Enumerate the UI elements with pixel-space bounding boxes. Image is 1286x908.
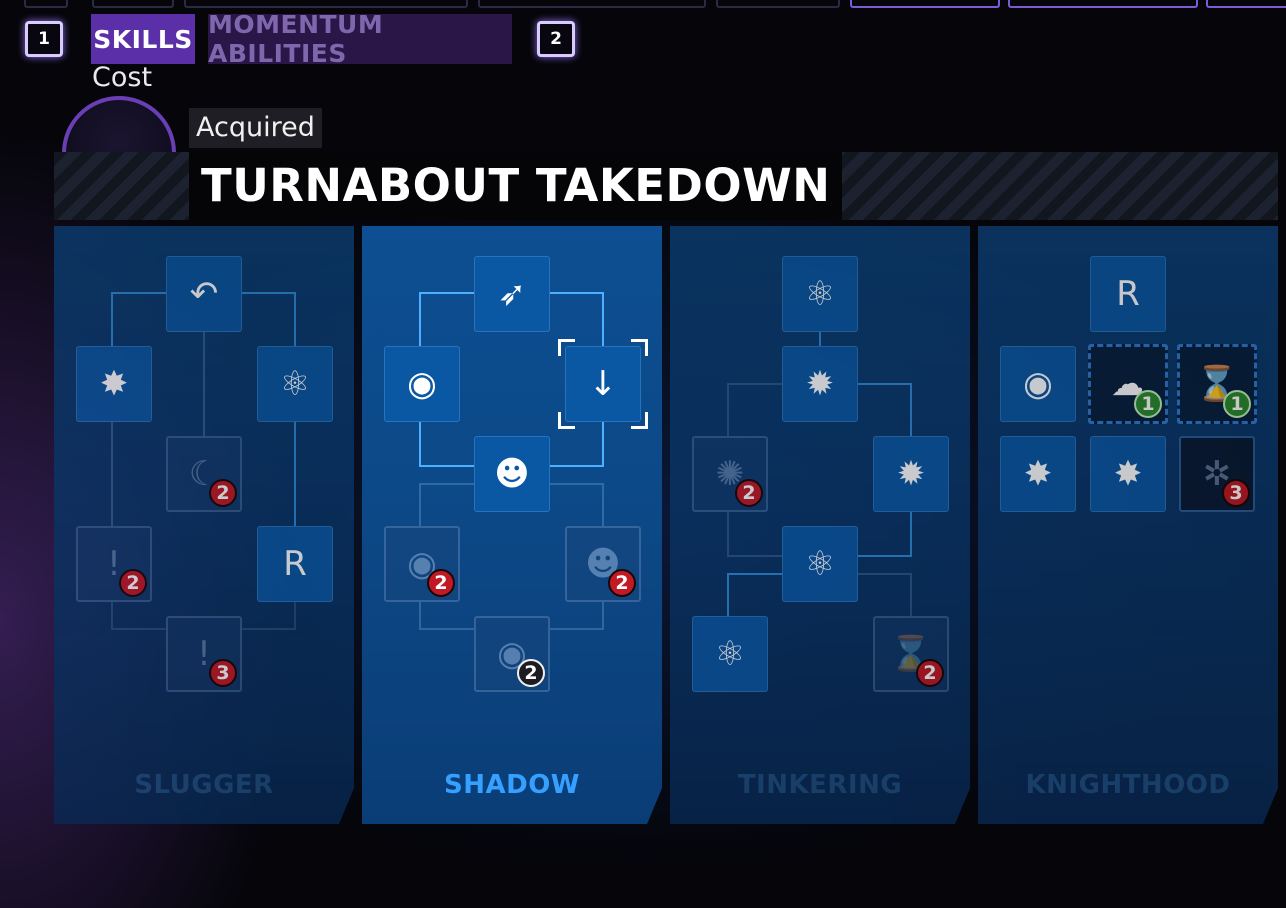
- skill-title: TURNABOUT TAKEDOWN: [189, 152, 843, 220]
- skill-node[interactable]: ➶: [474, 256, 550, 332]
- cost-badge: 3: [209, 659, 237, 687]
- top-segment: [1206, 0, 1286, 8]
- skill-node[interactable]: ⌛1: [1177, 344, 1257, 424]
- return-arrow-icon: ↶: [189, 274, 219, 314]
- top-segment: [716, 0, 840, 8]
- skill-node[interactable]: ✸: [76, 346, 152, 422]
- skill-node[interactable]: ☾2: [166, 436, 242, 512]
- skill-node[interactable]: ✸: [1000, 436, 1076, 512]
- tree-name: TINKERING: [737, 770, 903, 800]
- skill-node-selected[interactable]: ↓: [565, 346, 641, 422]
- cost-badge: 2: [427, 569, 455, 597]
- skill-node[interactable]: ◉: [1000, 346, 1076, 422]
- feather-icon: ➶: [497, 274, 527, 314]
- tree-connectors: [111, 292, 296, 630]
- r-emblem-icon: R: [1116, 274, 1140, 314]
- tree-name: SLUGGER: [134, 770, 274, 800]
- selection-cursor: [558, 339, 648, 429]
- top-segment: [92, 0, 174, 8]
- eye-down-gauge-icon: ◉: [1023, 364, 1053, 404]
- skill-node[interactable]: ✹: [873, 436, 949, 512]
- skill-node[interactable]: ◉: [384, 346, 460, 422]
- r-logo-spikes-icon: R: [283, 544, 307, 584]
- top-segment: [478, 0, 706, 8]
- skill-node[interactable]: ◉2: [384, 526, 460, 602]
- skill-node[interactable]: ✸: [1090, 436, 1166, 512]
- skill-node[interactable]: ✺2: [692, 436, 768, 512]
- mask-down-icon: ☻: [494, 454, 530, 494]
- cost-badge: 2: [916, 659, 944, 687]
- skill-node[interactable]: ⚛: [257, 346, 333, 422]
- skill-node[interactable]: ✹: [782, 346, 858, 422]
- top-segment: [850, 0, 1000, 8]
- cost-badge: 2: [608, 569, 636, 597]
- acquired-status: Acquired: [189, 108, 322, 148]
- top-segment: [24, 0, 68, 8]
- next-tab-key-hint[interactable]: 2: [537, 21, 575, 57]
- skill-node[interactable]: !2: [76, 526, 152, 602]
- prev-tab-key-hint[interactable]: 1: [25, 21, 63, 57]
- skill-node[interactable]: ⚛: [782, 256, 858, 332]
- alert-burst-icon: !: [107, 544, 121, 584]
- skill-node[interactable]: ☻2: [565, 526, 641, 602]
- cost-label: Cost: [92, 62, 153, 93]
- burst-shield-icon: ✸: [1113, 454, 1143, 494]
- cost-badge: 1: [1134, 390, 1162, 418]
- top-strip: [0, 0, 1286, 10]
- eye-burst-icon: ◉: [407, 364, 437, 404]
- spark-burst-up-icon: ✹: [896, 454, 926, 494]
- tree-name: KNIGHTHOOD: [1025, 770, 1231, 800]
- cost-badge: 2: [735, 479, 763, 507]
- skill-node[interactable]: ⚛: [692, 616, 768, 692]
- skill-node[interactable]: ☻: [474, 436, 550, 512]
- top-segment: [1008, 0, 1198, 8]
- skill-node[interactable]: R: [1090, 256, 1166, 332]
- tab-momentum-abilities[interactable]: MOMENTUM ABILITIES: [208, 10, 512, 68]
- skill-node[interactable]: ↶: [166, 256, 242, 332]
- tab-skills[interactable]: SKILLS: [91, 14, 195, 64]
- r-logo-atom-icon: ⚛: [279, 364, 311, 404]
- tree-connectors: [727, 332, 912, 616]
- cost-badge: 2: [209, 479, 237, 507]
- skill-node[interactable]: !3: [166, 616, 242, 692]
- skill-node[interactable]: ◉2: [474, 616, 550, 692]
- skill-node[interactable]: R: [257, 526, 333, 602]
- down-strike-icon: ↓: [588, 364, 618, 404]
- alert-burst-up-icon: !: [197, 634, 211, 674]
- tree-shadow[interactable]: ➶ ◉ ↓ ☻ ◉2 ☻2 ◉2 SHADOW: [362, 226, 662, 824]
- tree-slugger[interactable]: ↶ ✸ ⚛ ☾2 !2 R !3 SLUGGER: [54, 226, 354, 824]
- top-segment: [184, 0, 468, 8]
- multi-burst-icon: ✸: [1023, 454, 1053, 494]
- skill-node[interactable]: ⌛2: [873, 616, 949, 692]
- spark-burst-icon: ✹: [805, 364, 835, 404]
- tree-knighthood[interactable]: R ◉ ☁1 ⌛1 ✸ ✸ ✲3 KNIGHTHOOD: [978, 226, 1278, 824]
- tree-connectors: [419, 292, 604, 630]
- atom-shield-up-icon: ⚛: [804, 544, 836, 584]
- tree-tinkering[interactable]: ⚛ ✹ ✺2 ✹ ⚛ ⚛ ⌛2 TINKERING: [670, 226, 970, 824]
- skill-node[interactable]: ⚛: [782, 526, 858, 602]
- starburst-icon: ✸: [99, 364, 129, 404]
- tree-name: SHADOW: [444, 770, 580, 800]
- atom-icon: ⚛: [804, 274, 836, 314]
- skill-node[interactable]: ☁1: [1088, 344, 1168, 424]
- atom-spikes-icon: ⚛: [714, 634, 746, 674]
- cost-badge: 2: [119, 569, 147, 597]
- cost-badge: 3: [1222, 479, 1250, 507]
- cost-badge: 1: [1223, 390, 1251, 418]
- skill-node[interactable]: ✲3: [1179, 436, 1255, 512]
- cost-badge: 2: [517, 659, 545, 687]
